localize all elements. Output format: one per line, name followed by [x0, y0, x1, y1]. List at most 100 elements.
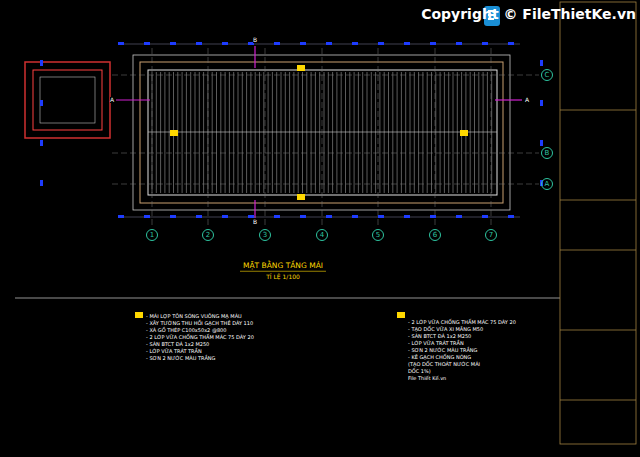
dimension-text-mark — [170, 215, 176, 218]
sheet-rib — [164, 72, 165, 193]
dimension-text-mark — [430, 42, 436, 45]
watermark: Copyright © FileThietKe.vn — [421, 7, 636, 22]
sheet-rib — [225, 72, 226, 193]
sheet-rib — [216, 72, 217, 193]
grid-label: 2 — [206, 232, 210, 239]
grid-bubble: 6 — [429, 229, 441, 241]
grid-label: 5 — [376, 232, 380, 239]
note-text: - SÀN BTCT ĐÁ 1x2 M250 — [146, 342, 209, 348]
dimension-text-mark — [118, 215, 124, 218]
dimension-text-mark — [40, 140, 43, 146]
note-text: File Thiết Kế.vn — [408, 376, 446, 382]
scale-caption: TỈ LỆ 1/100 — [266, 274, 300, 281]
sheet-rib — [324, 72, 325, 193]
sheet-rib — [487, 72, 488, 193]
sheet-rib — [431, 72, 432, 193]
sheet-rib — [474, 72, 475, 193]
sheet-rib — [281, 72, 282, 193]
sheet-rib — [397, 72, 398, 193]
grid-label: 7 — [489, 232, 493, 239]
dimension-text-mark — [118, 42, 124, 45]
sheet-rib — [491, 72, 492, 193]
roof-outline — [133, 55, 510, 210]
sheet-rib — [427, 72, 428, 193]
sheet-rib — [367, 72, 368, 193]
sheet-rib — [268, 72, 269, 193]
sheet-rib — [199, 72, 200, 193]
sheet-rib — [392, 72, 393, 193]
grid-bubble: 1 — [146, 229, 158, 241]
sheet-rib — [182, 72, 183, 193]
dimension-text-mark — [540, 100, 543, 106]
sheet-rib — [259, 72, 260, 193]
sheet-rib — [470, 72, 471, 193]
section-mark: B — [253, 37, 257, 44]
dimension-text-mark — [40, 180, 43, 186]
dimension-text-mark — [482, 42, 488, 45]
sheet-rib — [315, 72, 316, 193]
sheet-rib — [195, 72, 196, 193]
sheet-rib — [220, 72, 221, 193]
sheet-rib — [379, 72, 380, 193]
grid-line — [112, 153, 539, 154]
dimension-text-mark — [456, 42, 462, 45]
sheet-rib — [233, 72, 234, 193]
sheet-rib — [405, 72, 406, 193]
sheet-rib — [229, 72, 230, 193]
sheet-rib — [242, 72, 243, 193]
section-mark: B — [253, 219, 257, 226]
sheet-rib — [285, 72, 286, 193]
note-text: - SƠN 2 NƯỚC MÀU TRẮNG — [146, 356, 215, 362]
sheet-rib — [332, 72, 333, 193]
sheet-rib — [203, 72, 204, 193]
sheet-rib — [435, 72, 436, 193]
dimension-text-mark — [378, 215, 384, 218]
note-text: - TẠO DỐC VỮA XI MĂNG M50 — [408, 327, 483, 333]
dimension-text-mark — [274, 42, 280, 45]
sheet-rib — [298, 72, 299, 193]
sheet-rib — [319, 72, 320, 193]
dimension-text-mark — [170, 42, 176, 45]
sheet-rib — [255, 72, 256, 193]
note-text: - SÀN BTCT ĐÁ 1x2 M250 — [408, 334, 471, 340]
sheet-rib — [354, 72, 355, 193]
note-text: - XÀ GỒ THÉP C100x50x2 @800 — [146, 328, 226, 334]
section-mark: A — [110, 97, 114, 104]
sheet-rib — [401, 72, 402, 193]
sheet-rib — [345, 72, 346, 193]
sheet-rib — [311, 72, 312, 193]
drawing-title: MẶT BẰNG TẦNG MÁI — [243, 262, 323, 270]
sheet-rib — [410, 72, 411, 193]
sheet-rib — [328, 72, 329, 193]
sheet-rib — [190, 72, 191, 193]
grid-label: 3 — [263, 232, 267, 239]
grid-line — [112, 184, 539, 185]
sheet-rib — [448, 72, 449, 193]
dimension-text-mark — [40, 60, 43, 66]
stair-box — [25, 62, 110, 138]
note-text: - 2 LỚP VỮA CHỐNG THẤM MÁC 75 DÀY 20 — [146, 335, 254, 341]
dimension-text-mark — [456, 215, 462, 218]
sheet-rib — [272, 72, 273, 193]
grid-bubble: 5 — [372, 229, 384, 241]
dimension-text-mark — [248, 215, 254, 218]
dimension-text-mark — [222, 42, 228, 45]
sheet-rib — [250, 72, 251, 193]
note-text: - XÂY TƯỜNG THU HỒI GẠCH THẺ DÀY 110 — [146, 321, 253, 327]
sheet-rib — [336, 72, 337, 193]
separators — [15, 2, 636, 444]
dimension-text-mark — [300, 42, 306, 45]
note-text: - MÁI LỢP TÔN SÓNG VUÔNG MẠ MÀU — [146, 314, 242, 320]
grid-label: A — [545, 181, 550, 188]
dimension-text-mark — [326, 42, 332, 45]
sheet-rib — [341, 72, 342, 193]
grid-line — [435, 48, 436, 227]
sheet-rib — [246, 72, 247, 193]
title-underline — [240, 271, 326, 272]
dimension-text-mark — [222, 215, 228, 218]
grid-bubble: 3 — [259, 229, 271, 241]
section-mark: A — [525, 97, 529, 104]
tags — [135, 65, 468, 318]
sheet-rib — [349, 72, 350, 193]
